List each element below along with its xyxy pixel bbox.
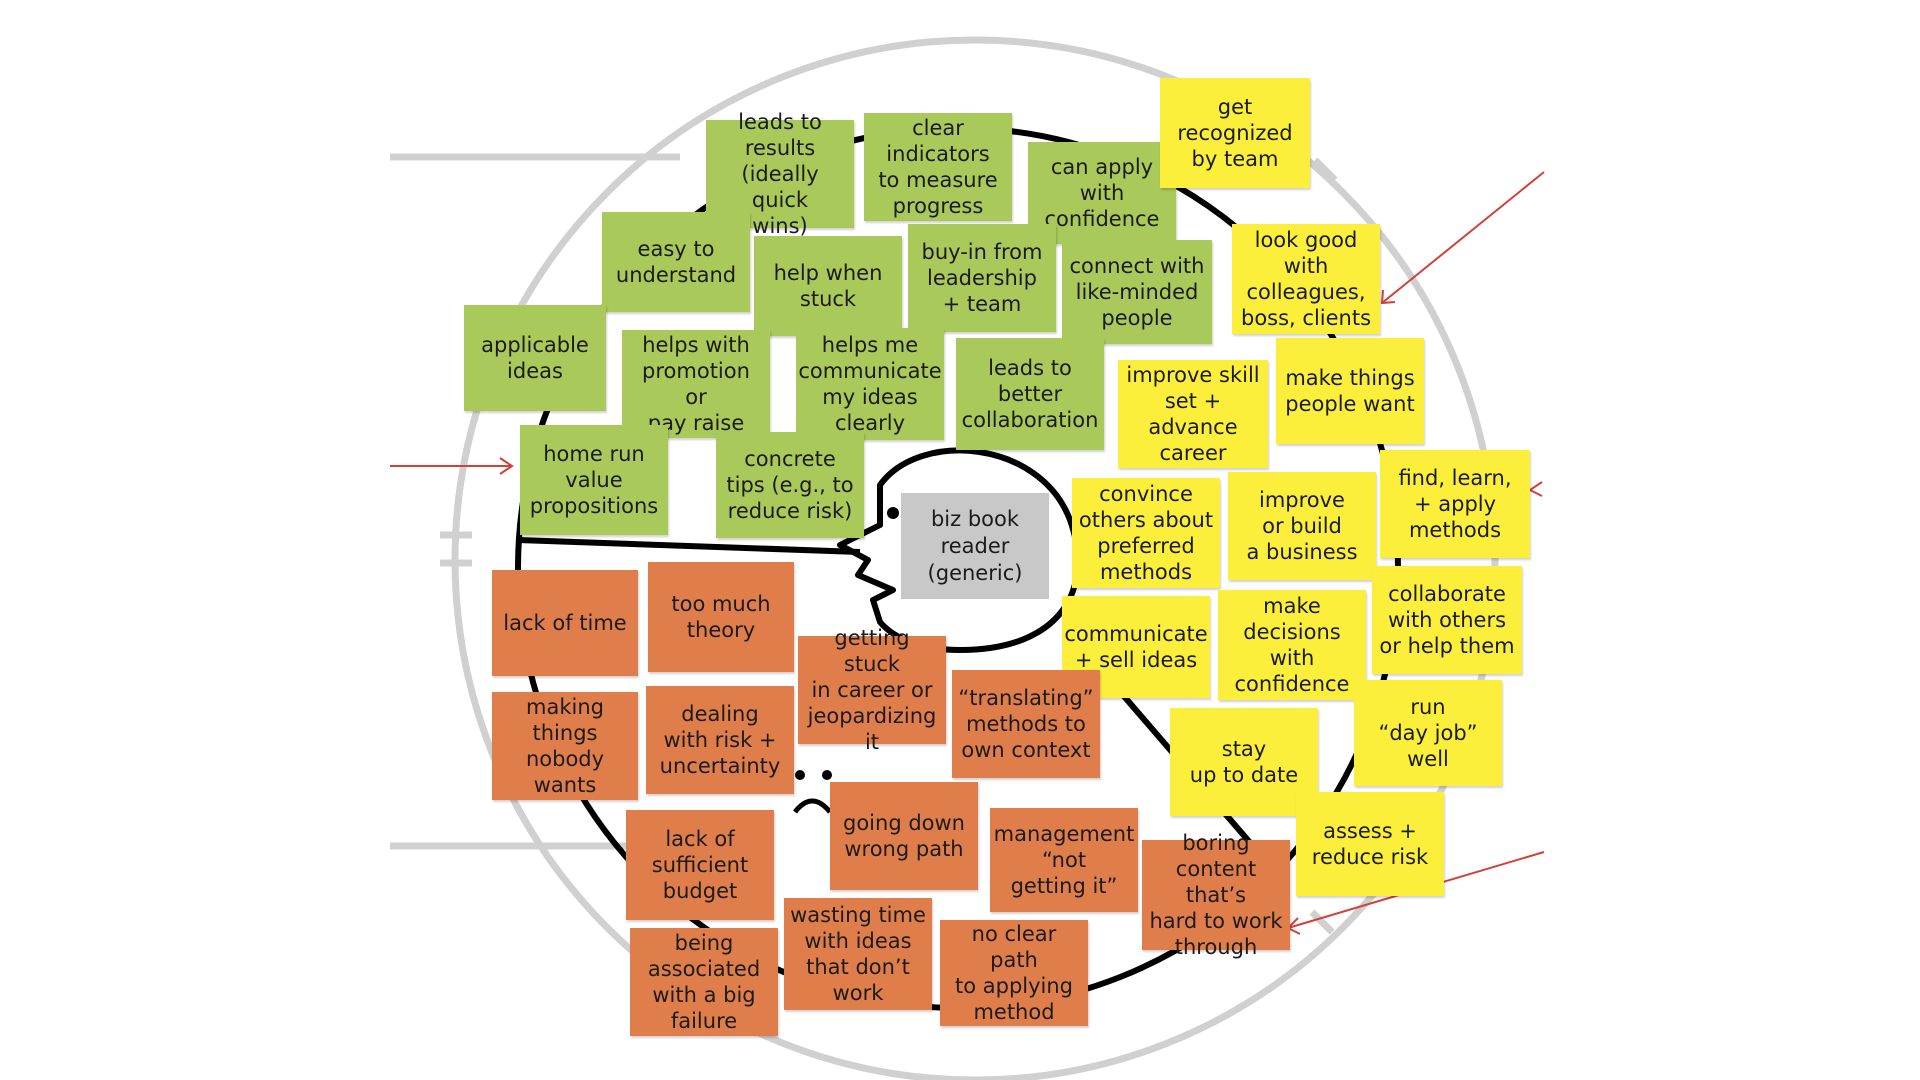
sticky-note-gain: concrete tips (e.g., to reduce risk)	[716, 432, 864, 538]
head-eye	[887, 507, 899, 519]
customer-segment-card: biz book reader (generic)	[901, 493, 1049, 599]
sticky-note-job: look good with colleagues, boss, clients	[1232, 224, 1380, 334]
sticky-note-gain: help when stuck	[754, 236, 902, 336]
sticky-note-pain: boring content that’s hard to work throu…	[1142, 831, 1290, 959]
pointer-arrow-right	[1528, 481, 1543, 497]
sticky-note-pain: getting stuck in career or jeopardizing …	[798, 626, 946, 754]
sticky-note-gain: helps with promotion or pay raise	[622, 330, 770, 438]
sticky-note-gain: leads to better collaboration	[956, 338, 1104, 450]
sticky-note-job: collaborate with others or help them	[1372, 566, 1522, 674]
sticky-note-gain: leads to results (ideally quick wins)	[706, 110, 854, 238]
sticky-note-gain: easy to understand	[602, 212, 750, 312]
sticky-note-job: make things people want	[1276, 338, 1424, 444]
sticky-note-gain: clear indicators to measure progress	[864, 113, 1012, 221]
sad-face-eye-right	[822, 770, 832, 780]
notch-mark-top-right	[1312, 157, 1338, 183]
sticky-note-job: assess + reduce risk	[1296, 792, 1444, 896]
sad-face-eye-left	[795, 770, 805, 780]
sticky-note-pain: wasting time with ideas that don’t work	[784, 898, 932, 1010]
sticky-note-job: improve skill set + advance career	[1118, 360, 1268, 468]
sticky-note-pain: lack of time	[492, 570, 638, 676]
sticky-note-pain: management “not getting it”	[990, 808, 1138, 912]
sticky-note-job: find, learn, + apply methods	[1380, 450, 1530, 558]
sticky-note-job: get recognized by team	[1160, 78, 1310, 188]
sticky-note-pain: going down wrong path	[830, 782, 978, 890]
sticky-note-pain: too much theory	[648, 562, 794, 672]
notch-mark-bottom-right	[1309, 909, 1335, 935]
sticky-note-job: run “day job” well	[1354, 680, 1502, 786]
sticky-note-gain: applicable ideas	[464, 305, 606, 411]
head-outline	[837, 447, 1081, 653]
sad-face-mouth	[793, 798, 832, 814]
sticky-note-pain: dealing with risk + uncertainty	[646, 686, 794, 794]
sticky-note-gain: home run value propositions	[520, 425, 668, 535]
sticky-note-pain: making things nobody wants	[492, 692, 638, 800]
sticky-note-gain: helps me communicate my ideas clearly	[796, 328, 944, 440]
divider-horizontal	[517, 537, 861, 555]
sticky-note-pain: “translating” methods to own context	[952, 670, 1100, 778]
sticky-note-pain: no clear path to applying method	[940, 920, 1088, 1026]
pointer-arrow-top-right	[1381, 171, 1545, 304]
sticky-note-pain: being associated with a big failure	[630, 928, 778, 1036]
sticky-note-job: improve or build a business	[1228, 472, 1376, 580]
sticky-note-job: convince others about preferred methods	[1072, 478, 1220, 588]
sticky-note-job: make decisions with confidence	[1218, 590, 1366, 700]
sticky-note-pain: lack of sufficient budget	[626, 810, 774, 920]
sticky-note-gain: connect with like-minded people	[1062, 240, 1212, 344]
sticky-note-gain: buy-in from leadership + team	[908, 224, 1056, 332]
sticky-note-job: stay up to date	[1170, 708, 1318, 816]
